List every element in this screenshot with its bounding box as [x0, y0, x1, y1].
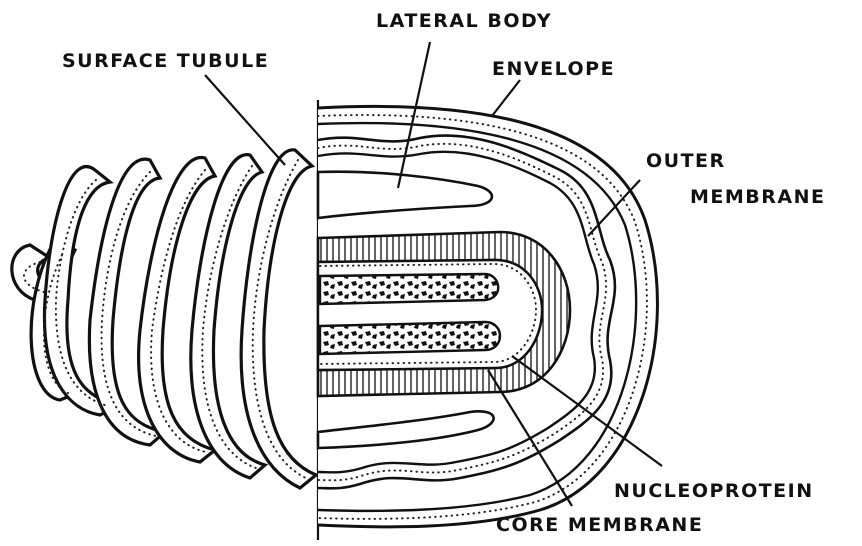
cross-section: [318, 106, 657, 526]
label-envelope: ENVELOPE: [492, 58, 615, 80]
nucleoprotein-upper: [320, 274, 498, 304]
nucleoprotein-lower: [320, 322, 500, 354]
label-outer-membrane-line2: MEMBRANE: [690, 186, 826, 208]
label-nucleoprotein: NUCLEOPROTEIN: [614, 480, 814, 502]
label-surface-tubule: SURFACE TUBULE: [62, 50, 269, 72]
label-outer-membrane-line1: OUTER: [646, 150, 726, 172]
leader-surface-tubule: [205, 75, 285, 165]
surface-tubules: [12, 150, 316, 488]
label-lateral-body: LATERAL BODY: [376, 10, 552, 32]
label-core-membrane: CORE MEMBRANE: [496, 514, 703, 536]
leader-envelope: [492, 80, 520, 116]
